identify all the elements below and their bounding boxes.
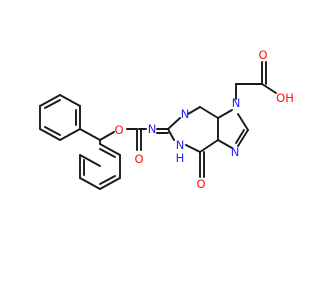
atom-labels: O O N N N N N H O O OH (114, 48, 293, 191)
molecule-canvas: O O N N N N N H O O OH (39, 48, 294, 191)
atom-ring-nitrogen-1: N (176, 138, 185, 152)
atom-ring-nitrogen-3: N (181, 107, 190, 121)
atom-ring-nitrogen-9: N (232, 96, 241, 110)
atom-nh-hydrogen: H (176, 151, 185, 165)
structure-diagram: O O N N N N N H O O OH (39, 48, 294, 191)
atom-hydroxyl-group: OH (276, 91, 294, 105)
bonds (39, 61, 277, 190)
atom-imine-nitrogen: N (148, 122, 157, 136)
atom-acid-carbonyl-oxygen: O (258, 48, 267, 62)
atom-ester-oxygen: O (114, 123, 123, 137)
atom-ring-nitrogen-7: N (231, 145, 240, 159)
atom-c6-oxygen: O (196, 177, 205, 191)
atom-carbamate-carbonyl-oxygen: O (134, 152, 143, 166)
